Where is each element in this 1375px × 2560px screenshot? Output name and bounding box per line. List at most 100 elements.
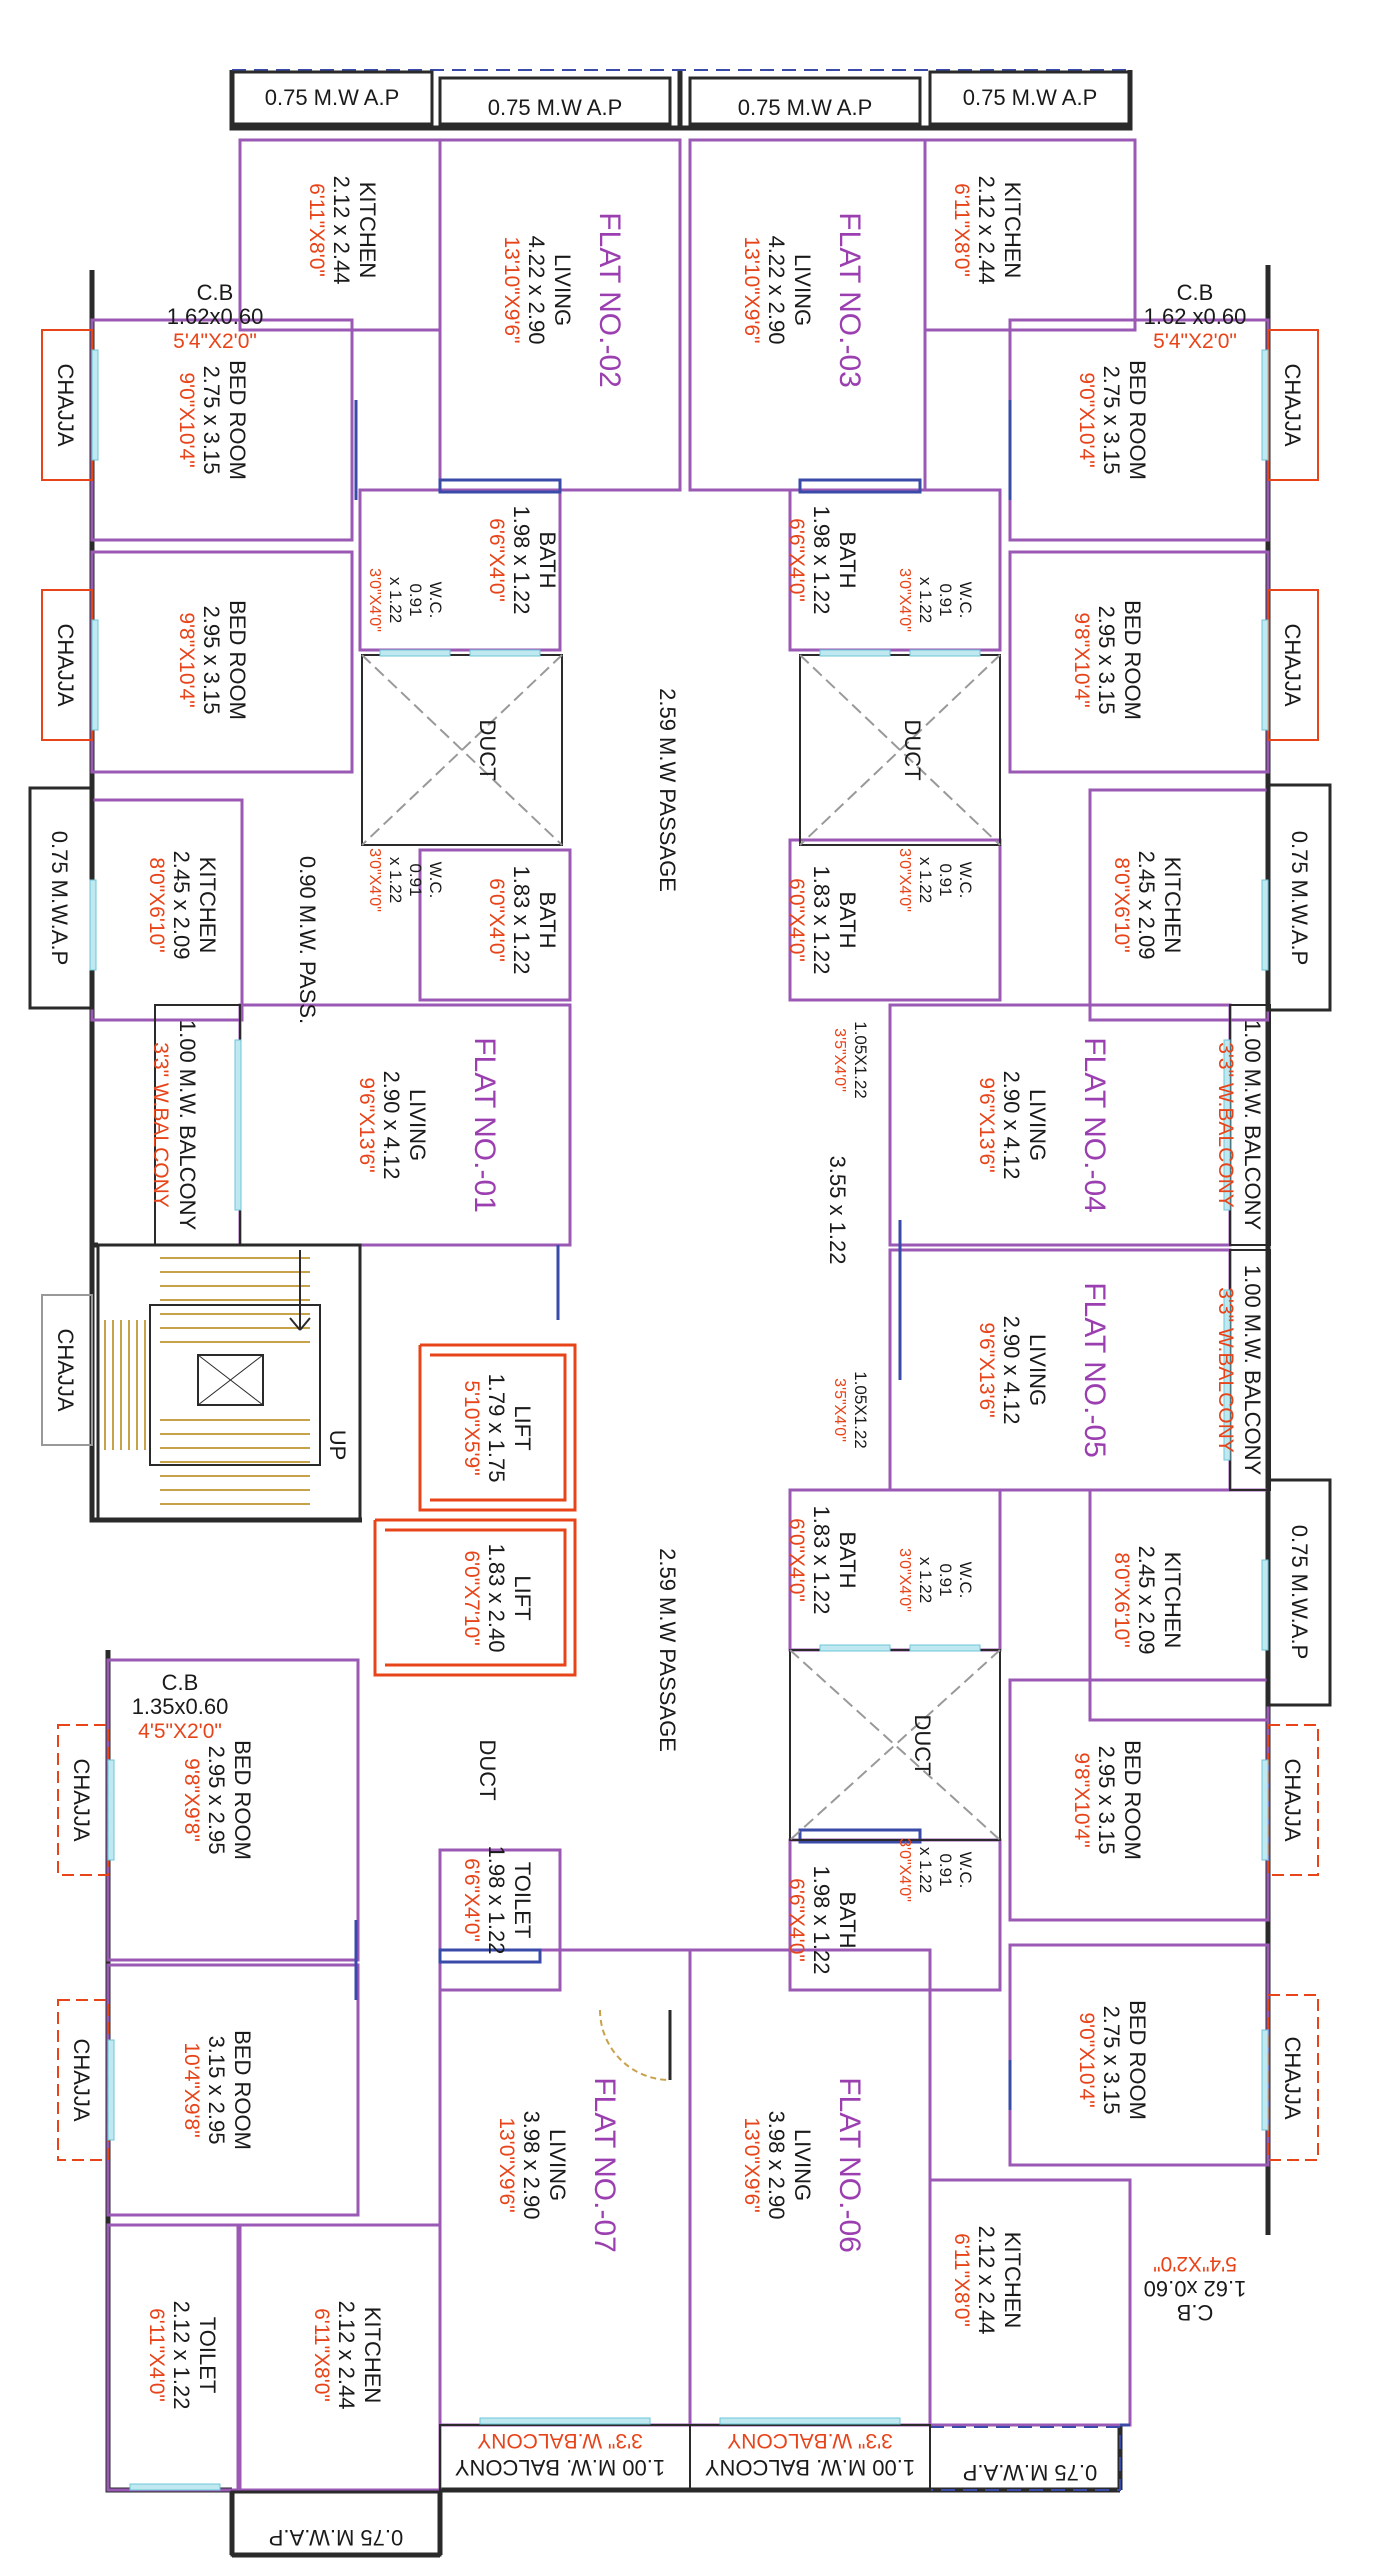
room-size: 1.98 x 1.22 <box>809 1866 834 1975</box>
room-size: 4.22 x 2.90 <box>524 236 549 345</box>
room-size: 2.95 x 2.95 <box>204 1746 229 1855</box>
room-size: x 1.22 <box>386 577 405 623</box>
balcony-label: 1.00 M.W. BALCONY <box>455 2455 666 2480</box>
cb-size: 1.62 x0.60 <box>1144 2276 1247 2301</box>
room-size: x 1.22 <box>386 857 405 903</box>
duct-label: DUCT <box>900 719 925 780</box>
room-size-imperial: 6'6"X4'0" <box>785 1878 808 1962</box>
door-swing <box>599 2009 671 2081</box>
room-size-imperial: 13'10"X9'6" <box>740 236 763 343</box>
room-size-imperial: 6'11"X4'0" <box>145 2308 168 2402</box>
room-name: BATH <box>835 531 860 588</box>
flat-label-06: FLAT NO.-06 <box>833 2077 866 2253</box>
room-size-imperial: 9'0"X10'4" <box>1075 372 1098 467</box>
room-size-imperial: 6'6"X4'0" <box>485 518 508 602</box>
room-size-imperial: 6'11"X8'0" <box>950 2233 973 2327</box>
room-size-imperial: 6'0"X4'0" <box>785 1518 808 1602</box>
balcony-label: 1.00 M.W. BALCONY <box>1240 1265 1265 1476</box>
room-size: 1.98 x 1.22 <box>484 1846 509 1955</box>
room-name: KITCHEN <box>355 182 380 279</box>
lift-size-imperial: 5'10"X5'9" <box>460 1380 483 1475</box>
chajja-label: CHAJJA <box>1280 1758 1305 1841</box>
room-name: BATH <box>535 891 560 948</box>
room-size-imperial: 6'0"X4'0" <box>485 878 508 962</box>
niche-imperial: 3'5"X4'0" <box>831 1028 848 1092</box>
room-name: KITCHEN <box>1000 182 1025 279</box>
room-name: TOILET <box>195 2317 220 2394</box>
room-name: W.C. <box>426 582 445 619</box>
cb-size-imperial: 5'4"X2'0" <box>1153 2252 1237 2275</box>
room-size-imperial: 6'6"X4'0" <box>460 1858 483 1942</box>
flat-label-04: FLAT NO.-04 <box>1078 1037 1111 1213</box>
staircase <box>96 1243 362 1522</box>
chajja-label: CHAJJA <box>69 1758 94 1841</box>
balcony-label: 1.00 M.W. BALCONY <box>705 2455 916 2480</box>
room-size-imperial: 6'11"X8'0" <box>950 183 973 277</box>
room-size: x 1.22 <box>916 857 935 903</box>
room-name: W.C. <box>956 1562 975 1599</box>
flat-label-07: FLAT NO.-07 <box>588 2077 621 2253</box>
room-name: KITCHEN <box>195 857 220 954</box>
room-name: KITCHEN <box>1160 1552 1185 1649</box>
room-size-imperial: 9'8"X10'4" <box>1070 1752 1093 1847</box>
room-size: 2.12 x 2.44 <box>974 176 999 285</box>
cb-size-imperial: 5'4"X2'0" <box>173 330 257 353</box>
room-size: 4.22 x 2.90 <box>764 236 789 345</box>
room-size-imperial: 9'0"X10'4" <box>1075 2012 1098 2107</box>
chajja-label: CHAJJA <box>53 623 78 706</box>
room-size-imperial: 6'11"X8'0" <box>305 183 328 277</box>
cb-size-imperial: 4'5"X2'0" <box>138 1720 222 1743</box>
mwap-label: 0.75 M.W A.P <box>265 85 400 110</box>
room-name: LIVING <box>790 2129 815 2201</box>
room-size-imperial: 13'0"X9'6" <box>495 2117 518 2212</box>
room-size-imperial: 3'0"X4'0" <box>896 1838 913 1902</box>
room-size-imperial: 3'0"X4'0" <box>366 568 383 632</box>
room-name: BATH <box>535 531 560 588</box>
cb-size: 1.62x0.60 <box>167 304 264 329</box>
flat-label-02: FLAT NO.-02 <box>593 212 626 388</box>
room-size: 0.91 <box>936 863 955 896</box>
balcony-imperial: 3'3" W.BALCONY <box>477 2429 643 2452</box>
room-name: BATH <box>835 1531 860 1588</box>
balcony-label: 1.00 M.W. BALCONY <box>175 1020 200 1231</box>
room-size-imperial: 9'8"X9'8" <box>180 1758 203 1842</box>
mwap-label: 0.75 M.W.A.P <box>963 2460 1098 2485</box>
room-size-imperial: 9'6"X13'6" <box>975 1077 998 1172</box>
room-size-imperial: 8'0"X6'10" <box>1110 857 1133 952</box>
chajja-label: CHAJJA <box>1280 363 1305 446</box>
cb-size: 1.62 x0.60 <box>1144 304 1247 329</box>
room-size-imperial: 6'0"X4'0" <box>785 878 808 962</box>
mwap-label: 0.75 M.W.A.P <box>1287 831 1312 966</box>
cb-label: C.B <box>162 1670 199 1695</box>
lift-size: 1.83 x 2.40 <box>484 1544 509 1653</box>
cb-label: C.B <box>1177 2300 1214 2325</box>
room-size: 1.83 x 1.22 <box>809 866 834 975</box>
chajja-label: CHAJJA <box>69 2038 94 2121</box>
windows <box>89 349 1269 2491</box>
room-size-imperial: 3'0"X4'0" <box>896 568 913 632</box>
mwap-label: 0.75 M.W.A.P <box>1287 1525 1312 1660</box>
stair-up-label: UP <box>325 1430 350 1461</box>
mwap-label: 0.75 M.W A.P <box>738 95 873 120</box>
room-name: LIVING <box>405 1089 430 1161</box>
room-name: BATH <box>835 891 860 948</box>
flat-label-01: FLAT NO.-01 <box>468 1037 501 1213</box>
cb-size: 1.35x0.60 <box>132 1694 229 1719</box>
room-name: KITCHEN <box>1160 857 1185 954</box>
lift-label: LIFT <box>510 1405 535 1450</box>
room-name: LIVING <box>1025 1089 1050 1161</box>
mwap-label: 0.75 M.W.A.P <box>269 2525 404 2550</box>
balcony-imperial: 3'3" W.BALCONY <box>727 2429 893 2452</box>
niche-size: 1.05X1.22 <box>851 1371 870 1449</box>
chajja-label: CHAJJA <box>1280 623 1305 706</box>
room-size: 2.95 x 3.15 <box>1094 1746 1119 1855</box>
room-size: 2.90 x 4.12 <box>999 1071 1024 1180</box>
room-size-imperial: 9'6"X13'6" <box>355 1077 378 1172</box>
room-size: 1.98 x 1.22 <box>809 506 834 615</box>
mwap-label: 0.75 M.W A.P <box>963 85 1098 110</box>
lift-size: 1.79 x 1.75 <box>484 1374 509 1483</box>
room-name: BED ROOM <box>225 360 250 480</box>
room-size: 2.75 x 3.15 <box>199 366 224 475</box>
blue-walls <box>354 400 1130 2427</box>
